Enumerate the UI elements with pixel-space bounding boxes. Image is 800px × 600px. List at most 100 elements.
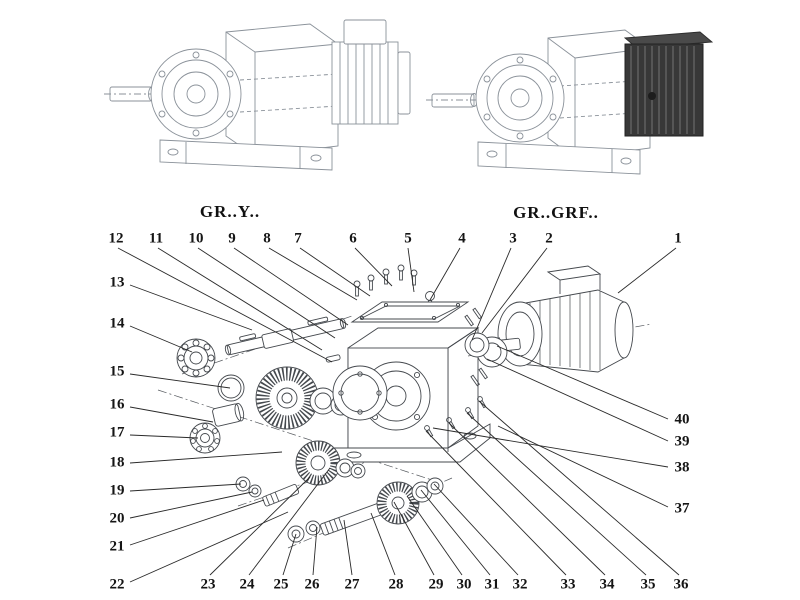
part-number-40: 40 xyxy=(674,411,690,428)
leader-line-28 xyxy=(370,512,396,576)
leader-line-31 xyxy=(420,489,491,576)
part-number-36: 36 xyxy=(673,576,689,593)
leader-line-35 xyxy=(466,412,647,576)
part-number-18: 18 xyxy=(109,454,125,471)
leader-line-17 xyxy=(129,434,199,439)
exploded-view xyxy=(157,264,653,549)
part-number-9: 9 xyxy=(228,230,236,247)
leader-line-5 xyxy=(407,247,415,293)
part-number-13: 13 xyxy=(109,274,125,291)
part-number-27: 27 xyxy=(344,576,360,593)
leader-line-12 xyxy=(117,247,333,363)
motor-assembly xyxy=(483,265,634,373)
part-number-29: 29 xyxy=(428,576,444,593)
variant-label-gr-y: GR..Y.. xyxy=(199,202,261,221)
part-number-31: 31 xyxy=(484,576,500,593)
assembled-view-gr-grf xyxy=(426,29,714,175)
axis-line-mid-shaft xyxy=(237,459,373,507)
input-coupling-rings xyxy=(464,332,508,368)
intermediate-gear-cluster xyxy=(235,440,366,507)
leader-lines-layer xyxy=(117,247,680,583)
leader-line-39 xyxy=(486,358,669,442)
part-number-26: 26 xyxy=(304,576,320,593)
leader-line-7 xyxy=(299,247,371,297)
leader-line-10 xyxy=(197,247,336,339)
part-number-5: 5 xyxy=(404,230,412,247)
part-number-28: 28 xyxy=(388,576,404,593)
part-number-30: 30 xyxy=(456,576,472,593)
leader-line-38 xyxy=(432,427,669,468)
leader-line-13 xyxy=(129,284,253,331)
leader-line-3 xyxy=(471,247,512,341)
part-number-32: 32 xyxy=(512,576,528,593)
part-number-8: 8 xyxy=(263,230,271,247)
snap-ring xyxy=(217,374,245,402)
gear-side-rings xyxy=(309,365,388,421)
leader-line-36 xyxy=(478,400,680,576)
leader-line-30 xyxy=(406,495,463,576)
large-helical-gear xyxy=(255,366,319,430)
assembled-view-gr-y xyxy=(104,19,411,171)
leader-line-33 xyxy=(425,430,567,576)
part-number-14: 14 xyxy=(109,315,125,332)
part-number-10: 10 xyxy=(188,230,204,247)
leader-line-9 xyxy=(233,247,349,326)
part-number-19: 19 xyxy=(109,482,125,499)
roller-bearing-upper xyxy=(176,338,216,378)
motor-flange-studs xyxy=(464,307,489,387)
leader-line-22 xyxy=(129,511,289,583)
leader-line-25 xyxy=(282,533,297,576)
part-number-37: 37 xyxy=(674,500,690,517)
leader-line-4 xyxy=(429,247,461,301)
leader-line-18 xyxy=(129,451,283,464)
leader-line-27 xyxy=(343,519,353,576)
leader-line-11 xyxy=(157,247,323,351)
part-number-7: 7 xyxy=(294,230,302,247)
leader-line-16 xyxy=(129,406,214,423)
leader-line-23 xyxy=(209,476,311,576)
axis-line-diagonal xyxy=(157,389,433,481)
part-number-2: 2 xyxy=(545,230,553,247)
leader-line-26 xyxy=(312,526,318,576)
part-number-39: 39 xyxy=(674,433,690,450)
leader-line-40 xyxy=(496,345,669,420)
leader-line-29 xyxy=(393,501,435,576)
shaft-key xyxy=(325,354,341,363)
leader-line-20 xyxy=(129,491,253,519)
leader-line-24 xyxy=(248,467,331,576)
spacer-bushing xyxy=(212,402,245,427)
part-number-22: 22 xyxy=(109,576,125,593)
variant-label-gr-grf: GR..GRF.. xyxy=(513,203,599,222)
part-number-1: 1 xyxy=(674,230,682,247)
housing-cover-plate xyxy=(350,301,470,323)
output-pinion-cluster xyxy=(287,477,444,543)
leader-line-6 xyxy=(354,247,393,287)
part-number-11: 11 xyxy=(148,230,164,247)
part-number-38: 38 xyxy=(674,459,690,476)
leader-line-37 xyxy=(497,425,669,508)
part-number-24: 24 xyxy=(239,576,255,593)
ball-bearing-lower-left xyxy=(189,422,221,454)
leader-line-1 xyxy=(617,247,677,294)
part-number-20: 20 xyxy=(109,510,125,527)
leader-line-21 xyxy=(129,499,265,546)
part-number-35: 35 xyxy=(640,576,656,593)
part-number-3: 3 xyxy=(509,230,517,247)
part-number-17: 17 xyxy=(109,424,125,441)
leader-line-8 xyxy=(268,247,358,301)
part-number-33: 33 xyxy=(560,576,576,593)
part-number-21: 21 xyxy=(109,538,125,555)
leader-line-2 xyxy=(481,247,548,334)
part-number-12: 12 xyxy=(108,230,124,247)
part-number-23: 23 xyxy=(200,576,216,593)
leader-line-15 xyxy=(129,373,231,389)
part-number-34: 34 xyxy=(599,576,615,593)
part-number-25: 25 xyxy=(273,576,289,593)
part-number-4: 4 xyxy=(458,230,466,247)
upper-shaft-assembly xyxy=(224,316,347,356)
leader-line-32 xyxy=(433,483,519,576)
part-number-16: 16 xyxy=(109,396,125,413)
leader-line-14 xyxy=(129,325,193,353)
